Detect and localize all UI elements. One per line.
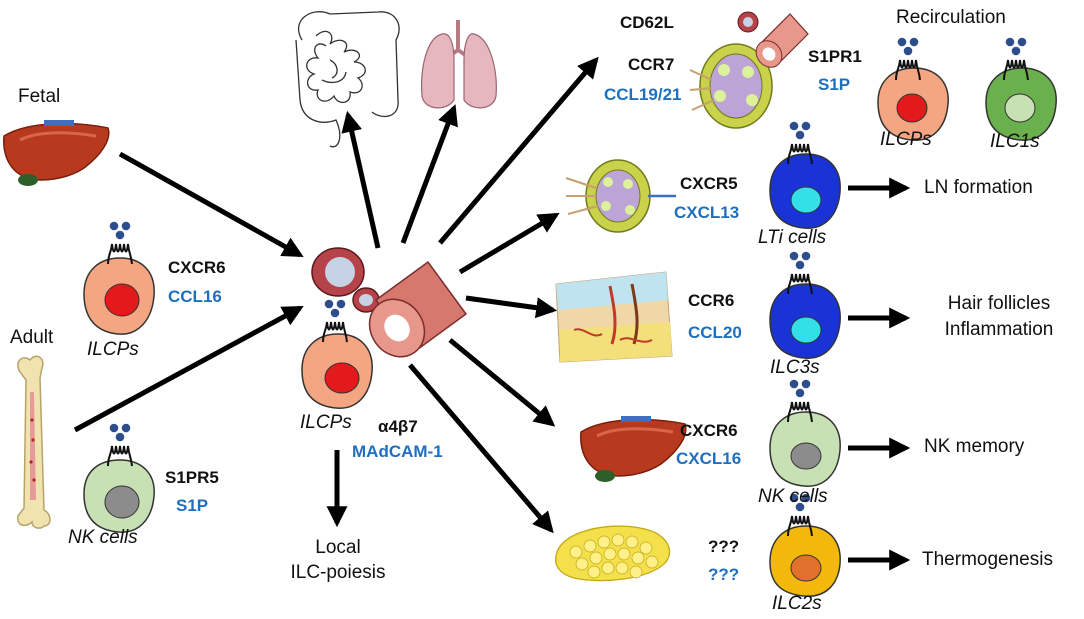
label-unknown-ligand: ??? [708,565,740,584]
label-ilcps-left: ILCPs [87,339,139,360]
arrow-adult-to-center [73,305,304,433]
label-cxcr6-left: CXCR6 [168,258,226,277]
arrow-fetal-to-center [118,151,304,258]
bone-icon [17,355,51,529]
label-ilcps-right: ILCPs [880,129,932,150]
label-ilcps-center: ILCPs [300,412,352,433]
liver-icon [580,416,687,482]
label-madcam: MAdCAM-1 [352,442,443,461]
cell-ilc3 [769,250,841,359]
arrow-to-lymph-node-top [438,56,599,245]
arrow-to-skin [465,295,558,319]
label-fetal: Fetal [18,86,61,107]
arrows [73,56,911,571]
label-inflammation: Inflammation [944,319,1054,340]
label-ccr6: CCR6 [688,291,735,310]
label-ilc2s: ILC2s [772,593,822,614]
label-hair-follicles: Hair follicles [947,293,1051,314]
arrow-to-lymph-node-lti [458,212,560,275]
lymph-node-icon [565,159,676,233]
adipose-icon [554,525,671,582]
label-nk-cells-left: NK cells [68,527,138,548]
cell-nk-left [83,422,155,533]
cell-ilcp-recirculation [877,36,949,141]
label-ilc1s: ILC1s [990,131,1040,152]
label-adult: Adult [10,327,54,348]
label-recirculation: Recirculation [896,7,1006,28]
label-local: Local [315,537,361,558]
label-a4b7: α4β7 [378,417,418,436]
label-cxcl16: CXCL16 [676,449,742,468]
label-s1pr1: S1PR1 [808,47,862,66]
lung-icon [421,20,497,109]
cell-lti [769,120,841,229]
label-cxcl13: CXCL13 [674,203,740,222]
arrow-to-adipose [408,363,554,534]
label-s1p-left: S1P [176,496,209,515]
blood-vessel-icon [737,11,809,68]
label-nk-cells-right: NK cells [758,486,828,507]
skin-icon [555,271,673,363]
arrow-to-lung [400,104,458,244]
label-s1pr5: S1PR5 [165,468,219,487]
label-thermogenesis: Thermogenesis [922,549,1053,570]
label-cxcr5: CXCR5 [680,174,738,193]
label-ilc3s: ILC3s [770,357,820,378]
label-lti-cells: LTi cells [758,227,827,248]
label-nk-memory: NK memory [924,436,1025,457]
cell-ilc2 [769,492,841,597]
arrow-to-intestine [341,110,381,249]
cell-ilcp-center [301,298,373,409]
label-ccr7: CCR7 [628,55,675,74]
label-ilc-poiesis: ILC-poiesis [290,562,386,583]
label-ccl16: CCL16 [168,287,222,306]
cell-ilc1 [985,36,1057,141]
label-cxcr6-right: CXCR6 [680,421,738,440]
label-ln-formation: LN formation [924,177,1033,198]
label-unknown-receptor: ??? [708,537,740,556]
label-ccl19-21: CCL19/21 [604,85,682,104]
lymph-node-icon [689,43,773,129]
label-ccl20: CCL20 [688,323,742,342]
liver-icon [3,120,110,186]
label-s1p-right: S1P [818,75,851,94]
cell-nk-right [769,378,841,487]
label-cd62l: CD62L [620,13,674,32]
cell-ilcp-left [83,220,155,335]
arrow-to-liver [448,338,556,427]
intestine-icon [295,11,400,148]
blood-vessel-icon [311,247,468,358]
